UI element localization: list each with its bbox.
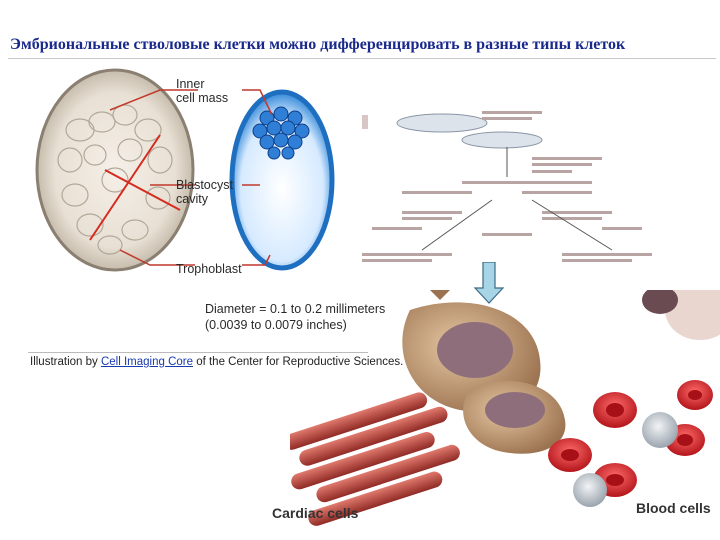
label-trophoblast: Trophoblast	[176, 262, 242, 276]
blastocyst-illustration	[229, 89, 335, 271]
cell-imaging-core-link[interactable]: Cell Imaging Core	[100, 356, 193, 368]
culture-dishes	[362, 113, 543, 149]
illustration-caption: Illustration by Cell Imaging Core of the…	[30, 356, 403, 368]
blood-cells-label: Blood cells	[636, 500, 711, 516]
down-arrow-icon	[474, 262, 504, 304]
label-diameter-inches: (0.0039 to 0.0079 inches)	[205, 318, 347, 332]
differentiation-flowchart	[362, 111, 652, 262]
label-diameter: Diameter = 0.1 to 0.2 millimeters	[205, 302, 386, 316]
stem-cells	[402, 290, 720, 454]
red-blood-cells	[548, 380, 713, 497]
cardiac-muscle-fibers	[290, 392, 460, 526]
slide-title: Эмбриональные стволовые клетки можно диф…	[10, 36, 626, 53]
blastocyst-diagram	[35, 68, 335, 272]
caption-suffix: of the Center for Reproductive Sciences.	[193, 356, 404, 368]
blastocyst-photo	[35, 68, 195, 272]
label-blastocyst: Blastocyst	[176, 178, 233, 192]
caption-rule	[28, 352, 368, 353]
cardiac-cells-label: Cardiac cells	[272, 505, 359, 521]
white-blood-cells	[573, 412, 678, 507]
caption-prefix: Illustration by	[30, 356, 101, 368]
differentiated-cells-illustration	[290, 290, 720, 526]
label-inner: Inner	[176, 77, 205, 91]
label-cavity: cavity	[176, 192, 208, 206]
title-divider	[8, 58, 716, 59]
label-cell-mass: cell mass	[176, 91, 229, 105]
